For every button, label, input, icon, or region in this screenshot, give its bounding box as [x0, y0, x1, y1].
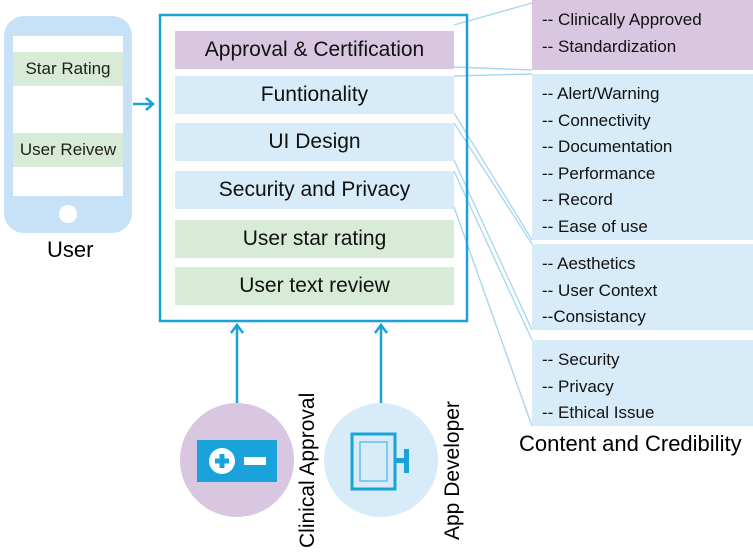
- content-credibility-caption: Content and Credibility: [519, 431, 742, 456]
- clinical-arrow: [230, 322, 244, 410]
- detail-item: -- User Context: [542, 280, 658, 300]
- detail-item: -- Ease of use: [542, 216, 648, 236]
- detail-item: -- Privacy: [542, 376, 614, 396]
- detail-security-privacy: -- Security -- Privacy -- Ethical Issue: [532, 340, 753, 426]
- detail-item: -- Documentation: [542, 137, 673, 156]
- detail-item: --Consistancy: [542, 307, 646, 326]
- main-frame: [158, 13, 469, 323]
- box-functionality: Funtionality: [175, 76, 454, 114]
- detail-item: -- Performance: [542, 163, 656, 183]
- connector-uidesign-top: [453, 122, 533, 245]
- detail-item: -- Ethical Issue: [542, 403, 655, 422]
- box-security-privacy: Security and Privacy: [175, 171, 454, 209]
- phone-home-button: [59, 205, 77, 223]
- detail-ui-design: -- Aesthetics -- User Context --Consista…: [532, 244, 753, 330]
- user-arrow: [133, 97, 155, 111]
- detail-item: -- Record: [542, 190, 613, 209]
- user-caption: User: [47, 237, 94, 262]
- detail-functionality: -- Alert/Warning -- Connectivity -- Docu…: [532, 74, 753, 240]
- app-developer-caption: App Developer: [441, 401, 464, 540]
- detail-item: -- Security: [542, 350, 620, 369]
- box-approval-certification: Approval & Certification: [175, 31, 454, 69]
- connector-functionality-top: [453, 73, 533, 77]
- detail-item: -- Standardization: [542, 36, 677, 56]
- phone-label-user-review: User Reivew: [13, 133, 123, 167]
- medical-plus-minus-icon: [197, 440, 277, 482]
- box-user-text-review: User text review: [175, 267, 454, 305]
- connector-security-bottom: [453, 206, 533, 427]
- detail-item: -- Connectivity: [542, 110, 651, 130]
- box-user-star-rating: User star rating: [175, 220, 454, 258]
- detail-item: -- Alert/Warning: [542, 84, 660, 103]
- display-monitor-icon: [350, 432, 409, 491]
- detail-item: -- Aesthetics: [542, 254, 636, 273]
- connector-approval-bottom: [453, 66, 533, 71]
- box-ui-design: UI Design: [175, 123, 454, 161]
- connector-uidesign-bottom: [453, 159, 533, 331]
- phone-label-star-rating: Star Rating: [13, 52, 123, 86]
- developer-arrow: [374, 322, 388, 410]
- detail-approval: -- Clinically Approved -- Standardizatio…: [532, 0, 753, 70]
- clinical-approval-caption: Clinical Approval: [296, 392, 319, 548]
- detail-connectors: [453, 2, 533, 427]
- connector-functionality-bottom: [453, 112, 533, 241]
- detail-item: -- Clinically Approved: [542, 10, 702, 29]
